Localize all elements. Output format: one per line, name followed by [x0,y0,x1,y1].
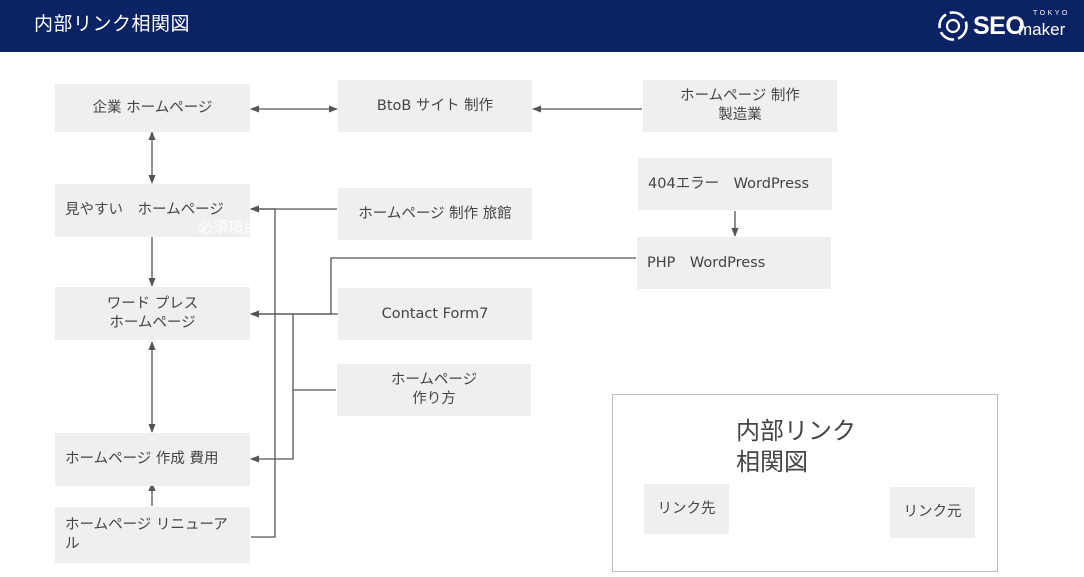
legend-link-target: リンク先 [644,484,729,534]
watermark-text: 必須項目 [198,218,259,236]
node-homepage-ryokan: ホームページ 制作 旅館 [338,188,532,240]
legend-title: 内部リンク 相関図 [736,417,856,476]
node-btob-site: BtoB サイト 制作 [338,80,532,132]
edge-renewal-to-easyread [250,205,276,538]
node-wordpress-homepage: ワード プレス ホームページ [55,287,250,340]
node-corporate-homepage: 企業 ホームページ [55,84,250,132]
node-homepage-renewal: ホームページ リニューア ル [55,507,250,563]
edge-wordpress-to-cost [250,314,294,463]
node-how-to-make-homepage: ホームページ 作り方 [337,364,531,416]
node-contact-form7: Contact Form7 [338,288,532,340]
logo-ring-icon [938,11,968,41]
seo-maker-logo[interactable]: SEO TOKYO maker [936,6,1084,46]
node-homepage-cost: ホームページ 作成 費用 [55,433,250,486]
legend-link-source: リンク元 [890,487,975,538]
logo-tokyo-text: TOKYO [1033,10,1070,17]
legend-box [612,394,998,572]
page-title: 内部リンク相関図 [34,13,191,35]
node-404-error-wordpress: 404エラー WordPress [638,158,832,210]
logo-seo-text: SEO [973,12,1025,40]
node-homepage-manufacturing: ホームページ 制作 製造業 [643,80,837,132]
header-bar: 内部リンク相関図 SEO TOKYO maker [0,0,1084,52]
logo-maker-text: maker [1018,20,1066,39]
node-php-wordpress: PHP WordPress [637,237,831,289]
node-easy-to-read-homepage: 見やすい ホームページ [55,184,250,237]
